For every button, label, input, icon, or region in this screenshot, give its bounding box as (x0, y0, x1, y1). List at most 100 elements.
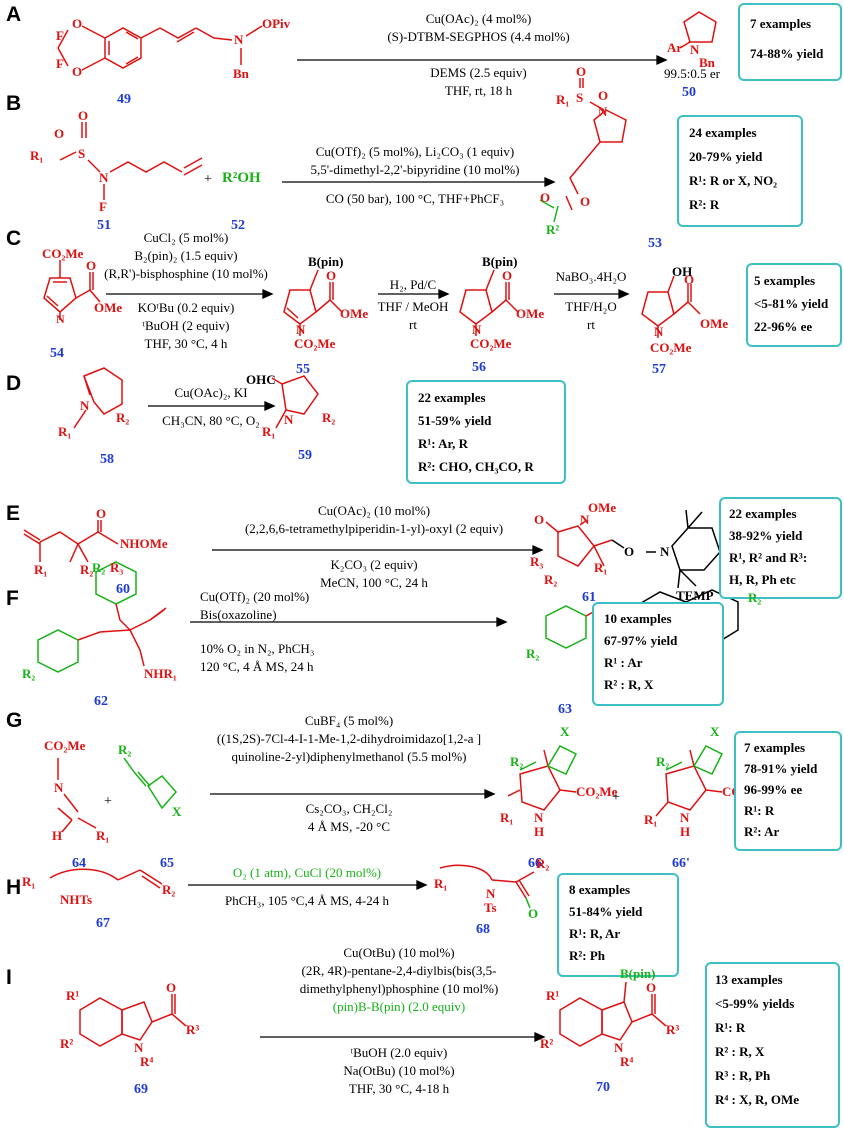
atom-nhome: NHOMe (120, 536, 168, 551)
compound-67-drawing (49, 868, 163, 889)
atom-o: O (646, 980, 657, 995)
atom-r3: R₃ (530, 554, 544, 569)
compound-58-drawing (73, 367, 123, 429)
compound-53-drawing (565, 78, 627, 211)
atom-o: O (684, 272, 695, 287)
atom-o: O (54, 126, 65, 141)
atom-nhts: NHTs (60, 892, 93, 907)
atom-bpin: B(pin) (482, 254, 518, 269)
atom-n: N (598, 104, 608, 119)
compound-57-drawing (641, 275, 701, 338)
atom-bn: Bn (233, 66, 249, 81)
atom-co2me: CO₂Me (42, 246, 84, 261)
compound-number: 58 (100, 452, 114, 467)
atom-r1: R₁ (22, 874, 36, 889)
compound-number: 55 (296, 362, 310, 377)
compound-number: 61 (582, 590, 596, 605)
atom-r4: R⁴ (140, 1054, 154, 1069)
atom-n: N (690, 42, 700, 57)
section-label-i: I (6, 966, 12, 989)
compound-number: 68 (476, 922, 490, 937)
atom-o: O (86, 258, 97, 273)
reaction-conditions-above: Cu(OTf)₂ (20 mol%)Bis(oxazoline) (200, 589, 310, 622)
compound-number: 63 (558, 702, 572, 717)
atom-r1: R¹ (66, 988, 80, 1003)
compound-49-drawing (57, 25, 263, 71)
reaction-conditions-below: ᵗBuOH (2.0 equiv)Na(OtBu) (10 mol%)THF, … (343, 1045, 455, 1096)
atom-s: S (78, 146, 86, 161)
atom-ome: OMe (340, 306, 369, 321)
atom-n: N (296, 322, 306, 337)
compound-number: 67 (96, 916, 110, 931)
reaction-conditions-above: H₂, Pd/C (389, 277, 437, 292)
reaction-conditions-above: NaBO₃.4H₂O (555, 269, 627, 284)
compound-number: 51 (97, 218, 111, 233)
atom-r2: R² (540, 1036, 554, 1051)
atom-o: O (78, 108, 89, 123)
atom-n: N (680, 810, 690, 825)
compound-51-drawing (59, 122, 203, 200)
reaction-conditions-above: Cu(OAc)₂ (10 mol%)(2,2,6,6-tetramethylpi… (244, 503, 504, 536)
compound-number: 53 (648, 236, 662, 251)
compound-number: 62 (94, 694, 108, 709)
atom-o2: O (72, 64, 83, 79)
compound-number: 56 (472, 360, 486, 375)
atom-r1: R₁ (556, 92, 570, 107)
atom-co2me: CO₂Me (294, 336, 336, 351)
atom-bpin: B(pin) (308, 254, 344, 269)
reaction-conditions-below: CH₃CN, 80 °C, O₂ (162, 413, 260, 428)
atom-oh: OH (672, 264, 693, 279)
atom-r1: R₁ (594, 560, 608, 575)
atom-n: N (472, 322, 482, 337)
compound-number: 54 (50, 346, 64, 361)
atom-co2me: CO₂Me (650, 340, 692, 355)
reaction-conditions-above: Cu(OAc)₂ (4 mol%)(S)-DTBM-SEGPHOS (4.4 m… (387, 11, 570, 44)
compound-62-drawing (37, 561, 137, 673)
atom-o1: O (72, 16, 83, 31)
atom-r3: R³ (666, 1022, 680, 1037)
atom-r2: R₂ (544, 572, 558, 587)
atom-ome: OMe (700, 316, 729, 331)
reagent-alcohol: R²OH (222, 170, 261, 186)
atom-n: N (580, 512, 590, 527)
reaction-conditions-below: DEMS (2.5 equiv)THF, rt, 18 h (430, 65, 527, 98)
atom-o: O (166, 980, 177, 995)
atom-r2: R₂ (22, 666, 36, 681)
atom-r1: R₁ (262, 424, 276, 439)
atom-n: N (284, 412, 294, 427)
compound-number: 64 (72, 856, 86, 871)
atom-co2me: CO₂Me (44, 738, 86, 753)
compound-69-drawing (79, 994, 187, 1047)
compound-number: 70 (596, 1080, 610, 1095)
compound-number: 57 (652, 362, 666, 377)
atom-r1: R₁ (96, 828, 110, 843)
compound-65-drawing (123, 757, 177, 810)
compound-number: 60 (116, 582, 130, 597)
atom-n: N (56, 312, 65, 326)
atom-ts: Ts (484, 900, 497, 915)
compound-60-drawing (23, 520, 119, 563)
compound-number: 65 (160, 856, 174, 871)
compound-64-drawing (57, 758, 97, 833)
atom-f: F (99, 199, 107, 214)
atom-n: N (234, 32, 244, 47)
atom-o: O (96, 506, 107, 521)
compound-68-drawing (439, 864, 535, 899)
atom-n: N (660, 544, 670, 559)
atom-x: X (172, 804, 182, 819)
atom-o: O (534, 512, 545, 527)
compound-number: 59 (298, 448, 312, 463)
atom-ohc: OHC (246, 372, 276, 387)
atom-n: N (134, 1040, 144, 1055)
atom-bpin: B(pin) (620, 966, 656, 981)
section-label-c: C (6, 227, 22, 250)
